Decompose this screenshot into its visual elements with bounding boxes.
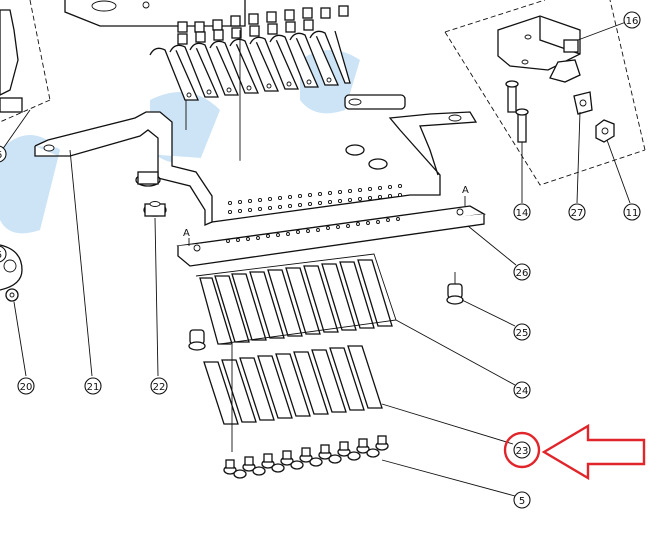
svg-text:25: 25 [516, 328, 529, 339]
screw-20 [0, 244, 23, 302]
callout-23: 23 [513, 441, 531, 459]
hook-row [149, 5, 351, 190]
spring-set-24 [195, 253, 397, 345]
left-side-bracket [0, 0, 51, 123]
callout-22: 22 [150, 377, 168, 395]
highlight-arrow-icon [541, 423, 646, 481]
highlight-marker [503, 423, 646, 481]
blade-set-23 [203, 345, 383, 452]
svg-text:11: 11 [626, 208, 639, 219]
svg-text:20: 20 [20, 382, 33, 393]
screw-row-5 [223, 435, 389, 479]
callout-5: 5 [513, 491, 531, 509]
callout-14: 14 [513, 203, 531, 221]
section-mark-left: A [183, 228, 190, 239]
svg-text:24: 24 [516, 386, 529, 397]
svg-text:5: 5 [0, 250, 2, 261]
right-assembly [444, 0, 646, 186]
top-nuts-row [177, 5, 349, 45]
svg-text:5: 5 [519, 496, 525, 507]
svg-text:23: 23 [516, 446, 529, 457]
highlight-circle [503, 431, 541, 469]
svg-text:21: 21 [87, 382, 100, 393]
main-frame [34, 94, 478, 226]
callout-16: 16 [623, 11, 641, 29]
screw-25 [188, 272, 464, 351]
callout-26: 26 [513, 263, 531, 281]
callout-11: 11 [623, 203, 641, 221]
svg-text:22: 22 [153, 382, 166, 393]
callout-21: 21 [84, 377, 102, 395]
svg-text:26: 26 [516, 268, 529, 279]
svg-text:14: 14 [516, 208, 529, 219]
svg-text:27: 27 [571, 208, 584, 219]
leader-lines [1, 21, 631, 497]
svg-text:16: 16 [626, 16, 639, 27]
frame-hole-row [227, 183, 403, 215]
callout-24: 24 [513, 381, 531, 399]
callout-5-partial: 5 [0, 245, 7, 263]
callout-25: 25 [513, 323, 531, 341]
callout-27: 27 [568, 203, 586, 221]
section-mark-right: A [462, 185, 469, 196]
callout-6-partial: 6 [0, 145, 7, 163]
svg-text:6: 6 [0, 150, 2, 161]
needle-plate-26 [176, 205, 486, 267]
upper-plate [64, 0, 246, 27]
hook-strips [149, 30, 351, 101]
plate-hole-row [226, 217, 400, 243]
standoff-22 [143, 201, 167, 217]
callout-20: 20 [17, 377, 35, 395]
frame-standoffs [135, 144, 388, 187]
